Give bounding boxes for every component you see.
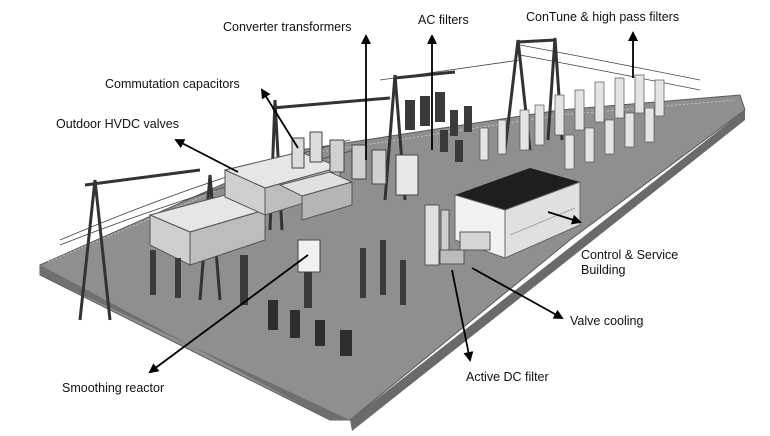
label-commutation-capacitors: Commutation capacitors [105,77,240,91]
label-contune-filters: ConTune & high pass filters [526,10,680,24]
contune-filter-stacks [479,74,665,170]
label-valve-cooling: Valve cooling [570,314,644,328]
label-converter-transformers: Converter transformers [223,20,352,34]
pointer-arrows [148,31,638,374]
dc-filter-area [424,204,491,266]
dc-yard [150,239,406,356]
label-smoothing-reactor: Smoothing reactor [62,381,165,395]
ac-filter-units [405,92,472,162]
arrow-outdoor-hvdc-valves [174,139,239,173]
arrow-commutation-capacitors [260,88,299,149]
arrow-smoothing-reactor [148,254,309,374]
label-outdoor-hvdc-valves: Outdoor HVDC valves [56,117,179,131]
valve-halls [148,151,354,266]
label-active-dc-filter: Active DC filter [466,370,549,384]
label-control-service-building: Control & Service Building [581,248,678,278]
arrow-control-service-building [547,211,582,225]
arrow-active-dc-filter [451,269,474,362]
arrow-valve-cooling [471,267,564,319]
label-ac-filters: AC filters [418,13,469,27]
label-control-service-line2: Building [581,263,626,277]
converter-transformer-units [291,131,419,196]
label-control-service-line1: Control & Service [581,248,679,262]
